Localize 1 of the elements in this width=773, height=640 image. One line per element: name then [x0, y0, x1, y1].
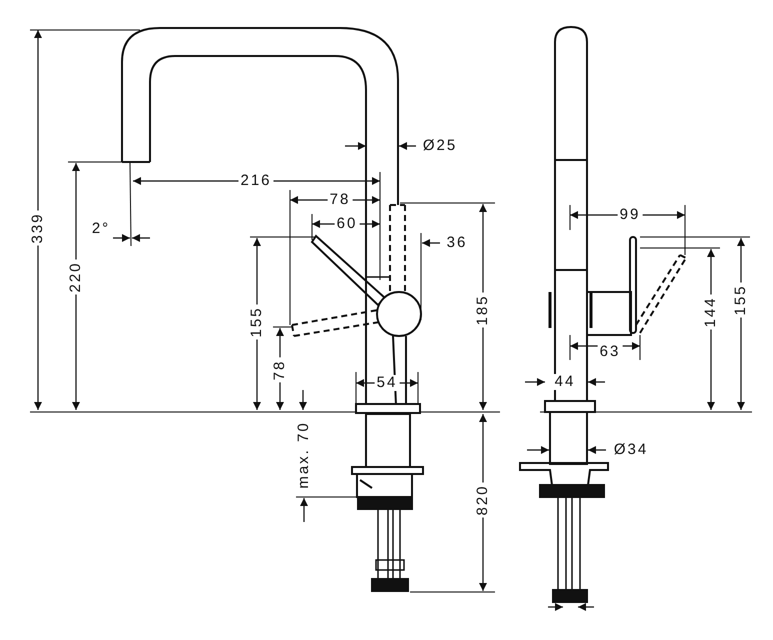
- dimension-label: 54: [374, 375, 400, 391]
